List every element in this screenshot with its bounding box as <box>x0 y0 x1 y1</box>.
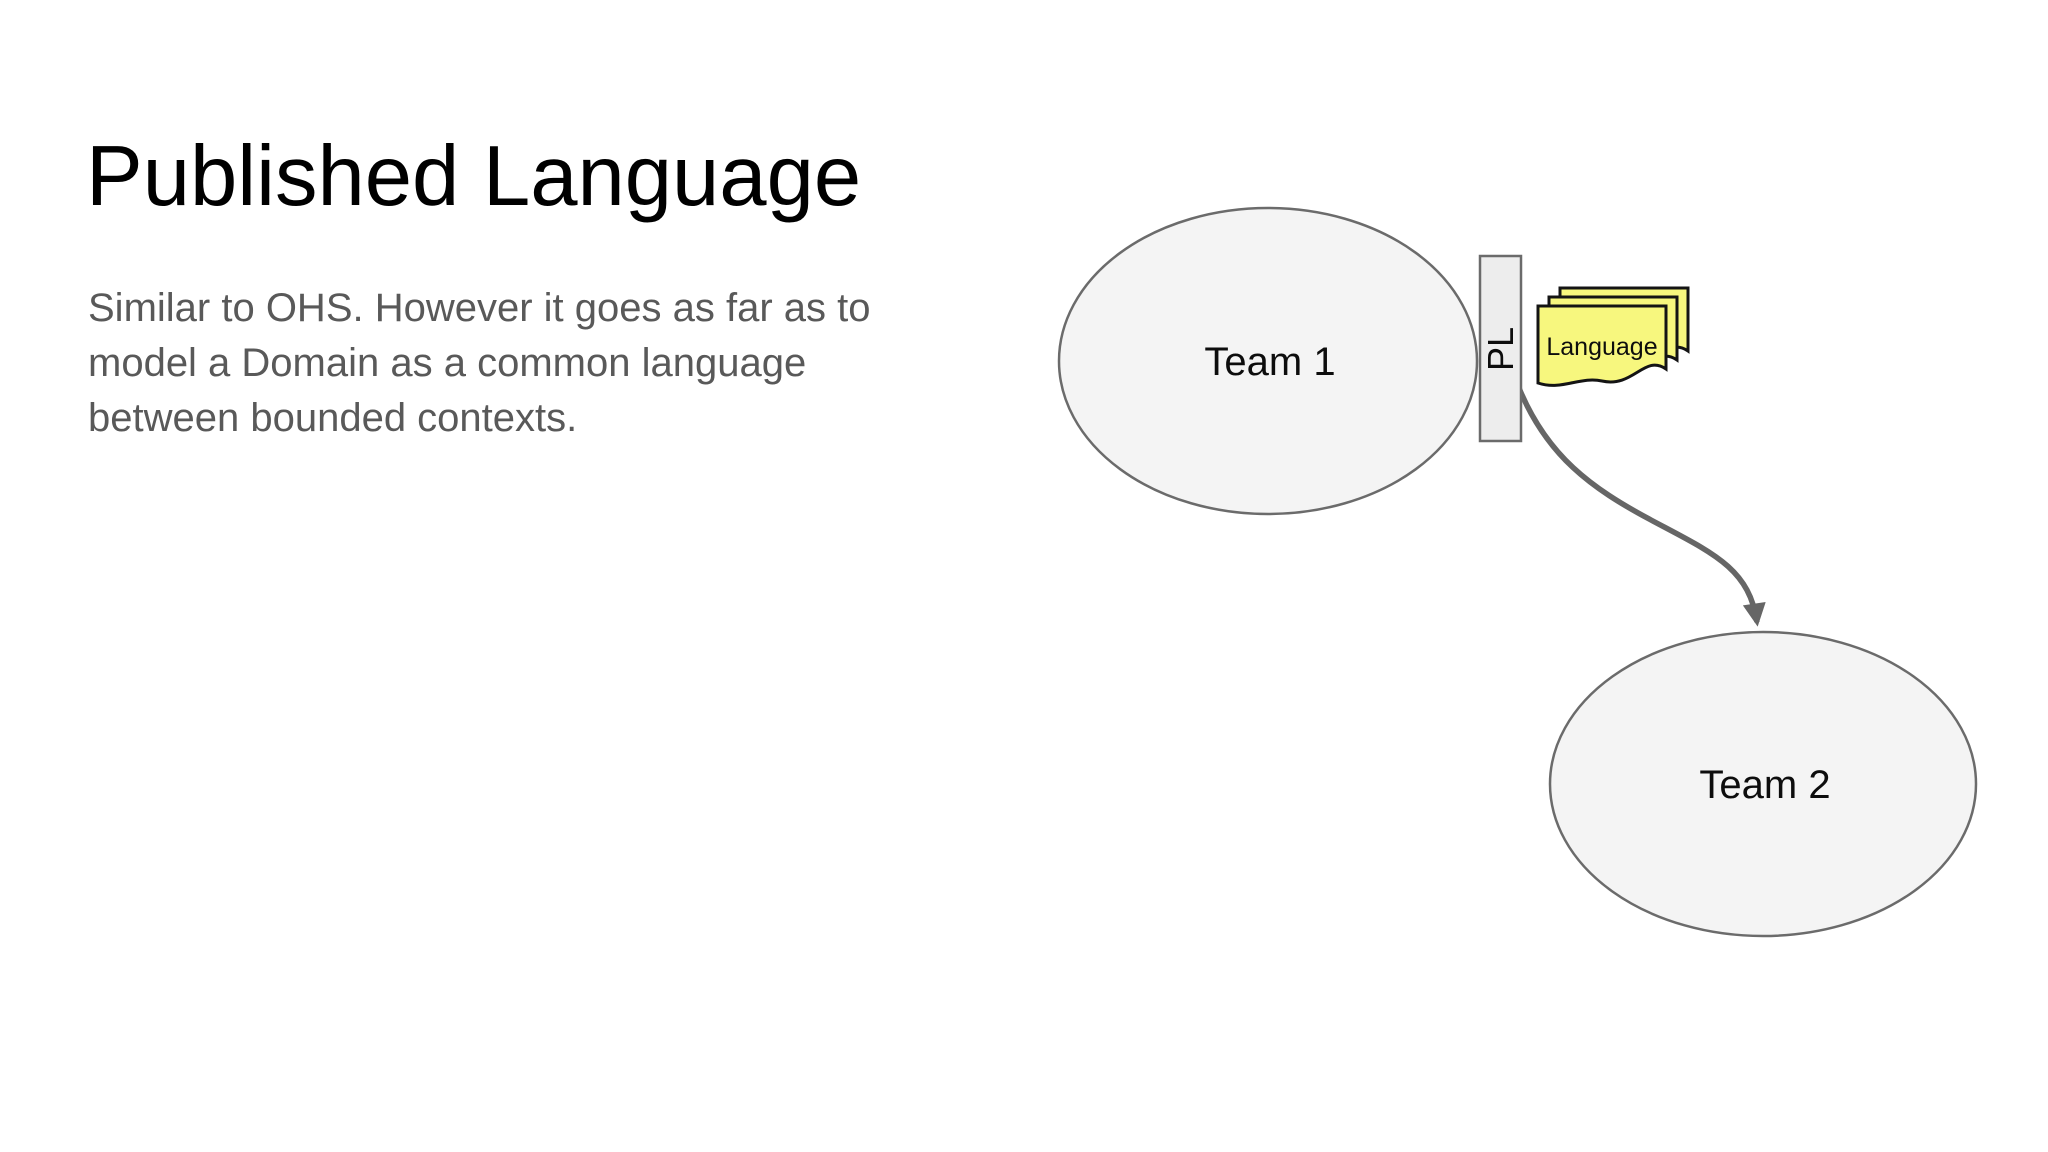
published-language-arrow <box>1516 386 1766 627</box>
language-label: Language <box>1546 333 1657 361</box>
team2-ellipse <box>1548 630 1978 938</box>
team1-label: Team 1 <box>1204 340 1335 384</box>
team2-label: Team 2 <box>1699 763 1830 807</box>
pl-rect <box>1478 254 1523 443</box>
language-note-front <box>1536 304 1668 387</box>
pl-label: PL <box>1480 327 1521 371</box>
slide-body: Similar to OHS. However it goes as far a… <box>88 281 968 446</box>
body-line: between bounded contexts. <box>88 396 578 440</box>
team1-ellipse <box>1057 206 1479 516</box>
body-line: Similar to OHS. However it goes as far a… <box>88 286 871 330</box>
body-line: model a Domain as a common language <box>88 341 807 385</box>
slide-title: Published Language <box>86 129 862 224</box>
